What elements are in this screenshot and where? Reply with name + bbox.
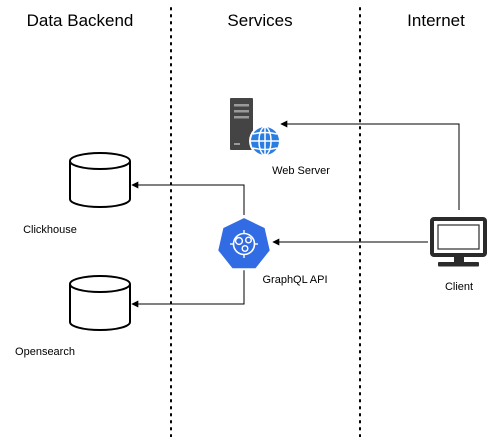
- edge-graphql-api-to-opensearch: [131, 270, 245, 308]
- database-cylinder-icon: [69, 152, 131, 208]
- clickhouse-label: Clickhouse: [23, 224, 77, 236]
- kubernetes-heptagon-icon: [216, 216, 272, 271]
- column-heading-internet: Internet: [407, 11, 465, 30]
- desktop-monitor-icon: [430, 217, 487, 267]
- database-cylinder-icon: [69, 275, 131, 331]
- server-globe-icon: [230, 98, 281, 157]
- client-label: Client: [445, 281, 473, 293]
- opensearch-label: Opensearch: [15, 346, 75, 358]
- edge-graphql-api-to-clickhouse: [131, 181, 245, 215]
- column-heading-data-backend: Data Backend: [27, 11, 134, 30]
- edge-client-to-web-server: [280, 120, 460, 210]
- column-heading-services: Services: [227, 11, 292, 30]
- web-server-label: Web Server: [272, 165, 330, 177]
- graphql-api-label: GraphQL API: [262, 274, 327, 286]
